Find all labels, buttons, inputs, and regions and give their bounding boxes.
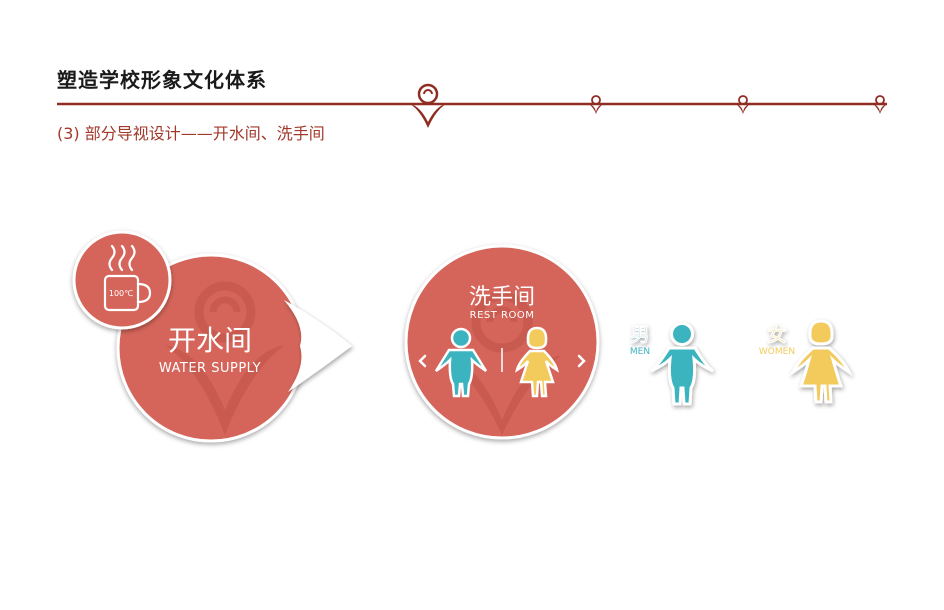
women-label-en: WOMEN [759,347,795,357]
rose-watermark [165,281,285,435]
women-label-cn: 女 [767,323,786,346]
men-label-cn: 男 [630,324,649,346]
rose-ornament-small [736,95,750,114]
man-icon [434,327,488,398]
water-supply-sign: 100℃ 开水间 WATER SUPPLY [72,230,352,443]
page-title: 塑造学校形象文化体系 [57,68,267,92]
page-subtitle: (3) 部分导视设计——开水间、洗手间 [57,124,325,143]
water-supply-subtitle: WATER SUPPLY [159,361,261,376]
woman-icon [789,319,853,404]
chevron-right-icon [577,354,586,368]
men-sign: 男 MEN [630,322,714,406]
rose-ornament-small [873,95,887,114]
man-icon [650,322,714,406]
women-sign: 女 WOMEN [759,319,853,404]
rose-ornament-large [410,83,446,128]
woman-icon [515,326,559,398]
water-supply-title: 开水间 [168,324,252,357]
rose-ornament-small [589,95,603,114]
arrow-pointer-icon [284,300,352,392]
men-label-en: MEN [630,347,650,357]
rest-room-sign: 洗手间 REST ROOM [404,244,600,440]
rest-room-subtitle: REST ROOM [470,310,535,321]
header-rule [57,83,887,128]
cup-temperature-label: 100℃ [109,289,133,298]
chevron-left-icon [418,354,427,368]
hot-cup-icon [103,244,152,312]
rest-room-title: 洗手间 [469,285,535,310]
